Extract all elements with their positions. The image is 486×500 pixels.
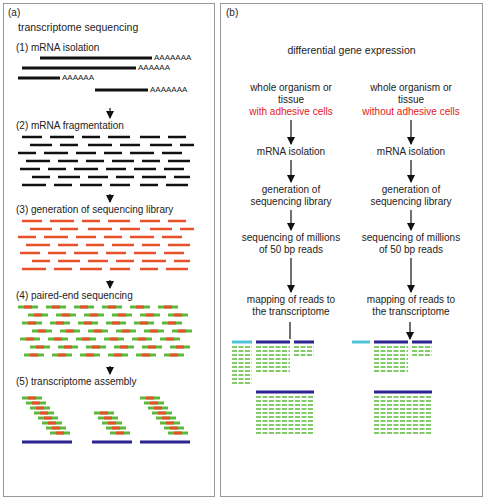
- step-box: (5) transcriptome assembly: [12, 376, 208, 452]
- paired-end-reads: [32, 331, 192, 332]
- paired-end-reads: [20, 339, 180, 340]
- step-label: whole organism or tissue: [239, 82, 343, 106]
- paired-end-reads: [22, 323, 182, 324]
- paired-end-reads: [24, 355, 184, 356]
- process-step: sequencing of millions of 50 bp reads: [239, 232, 343, 256]
- panel: (a) transcriptome sequencing (1) mRNA isol…: [3, 3, 215, 497]
- flow-arrow: [290, 210, 291, 230]
- process-step: whole organism or tissuewithout adhesive…: [359, 82, 463, 118]
- assembled-read: [152, 413, 172, 414]
- flow-arrow: [410, 258, 411, 292]
- flow-arrow: [109, 108, 110, 118]
- flow-arrow: [410, 160, 411, 182]
- process-step: mapping of reads to the transcriptome: [359, 294, 463, 318]
- step-label: sequencing of millions of 50 bp reads: [239, 232, 343, 256]
- step-label: with adhesive cells: [239, 106, 343, 118]
- step-label: without adhesive cells: [359, 106, 463, 118]
- flow-arrow: [290, 160, 291, 182]
- step-box: (1) mRNA isolation: [12, 42, 208, 106]
- assembled-read: [50, 433, 70, 434]
- flow-arrow: [109, 194, 110, 202]
- flow-arrow: [290, 322, 410, 339]
- step-label: (3) generation of sequencing library: [16, 204, 208, 216]
- step-label: generation of sequencing library: [239, 184, 343, 208]
- paired-end-reads: [28, 315, 188, 316]
- process-step: mRNA isolation: [239, 146, 343, 158]
- process-step: whole organism or tissuewith adhesive ce…: [239, 82, 343, 118]
- assembled-read: [94, 413, 114, 414]
- assembled-read: [98, 418, 118, 419]
- assembled-read: [102, 423, 122, 424]
- step-label: (4) paired-end sequencing: [16, 290, 208, 302]
- paired-end-reads: [30, 347, 190, 348]
- panel: (b) differential gene expression whole org…: [220, 3, 483, 497]
- step-box: (4) paired-end sequencing: [12, 290, 208, 364]
- flow-arrow: [109, 366, 110, 374]
- process-step: generation of sequencing library: [359, 184, 463, 208]
- step-label: (5) transcriptome assembly: [16, 376, 208, 388]
- step-box: (3) generation of sequencing library: [12, 204, 208, 278]
- assembled-read: [160, 423, 180, 424]
- step-label: mapping of reads to the transcriptome: [359, 294, 463, 318]
- transcript-contig: [22, 441, 190, 444]
- mrna-fragments: [18, 137, 194, 185]
- assembled-read: [148, 408, 168, 409]
- assembled-read: [168, 433, 188, 434]
- process-step: mapping of reads to the transcriptome: [239, 294, 343, 318]
- step-label: sequencing of millions of 50 bp reads: [359, 232, 463, 256]
- assembled-read: [156, 418, 176, 419]
- panel-title: transcriptome sequencing: [18, 21, 138, 33]
- poly-a-tail: AAAAAAA: [150, 86, 187, 94]
- assembled-read: [110, 433, 130, 434]
- assembled-read: [164, 428, 184, 429]
- step-label: mRNA isolation: [359, 146, 463, 158]
- poly-a-tail: AAAAAA: [62, 74, 94, 82]
- transcript-bar: [232, 341, 252, 344]
- step-label: whole organism or tissue: [359, 82, 463, 106]
- process-step: mRNA isolation: [359, 146, 463, 158]
- flow-arrow: [290, 258, 291, 292]
- step-label: (1) mRNA isolation: [16, 42, 208, 54]
- library-fragments: [18, 221, 194, 269]
- step-label: mapping of reads to the transcriptome: [239, 294, 343, 318]
- assembled-read: [30, 408, 50, 409]
- poly-a-tail: AAAAAA: [138, 64, 170, 72]
- mapped-coverage: [256, 342, 314, 433]
- transcript-bar: [352, 341, 370, 344]
- panel-title: differential gene expression: [221, 44, 482, 56]
- flow-arrow: [410, 120, 411, 144]
- flow-arrow: [109, 280, 110, 288]
- step-label: (2) mRNA fragmentation: [16, 120, 208, 132]
- step-box: (2) mRNA fragmentation: [12, 120, 208, 192]
- process-step: sequencing of millions of 50 bp reads: [359, 232, 463, 256]
- assembled-read: [46, 428, 66, 429]
- step-label: mRNA isolation: [239, 146, 343, 158]
- step-label: generation of sequencing library: [359, 184, 463, 208]
- assembled-read: [144, 403, 164, 404]
- assembled-read: [22, 398, 42, 399]
- assembled-read: [38, 418, 58, 419]
- assembled-read: [106, 428, 126, 429]
- panel-letter: (b): [226, 7, 238, 19]
- flow-arrow: [290, 120, 291, 144]
- process-step: generation of sequencing library: [239, 184, 343, 208]
- poly-a-tail: AAAAAAA: [154, 54, 191, 62]
- mapped-reads: [232, 347, 252, 383]
- assembled-read: [34, 413, 54, 414]
- paired-end-reads: [18, 307, 178, 308]
- assembled-read: [26, 403, 46, 404]
- flow-arrow: [410, 210, 411, 230]
- panel-letter: (a): [8, 7, 20, 19]
- mrna-molecule: [18, 58, 152, 90]
- assembled-read: [140, 398, 160, 399]
- assembled-read: [42, 423, 62, 424]
- mapped-coverage: [374, 342, 432, 433]
